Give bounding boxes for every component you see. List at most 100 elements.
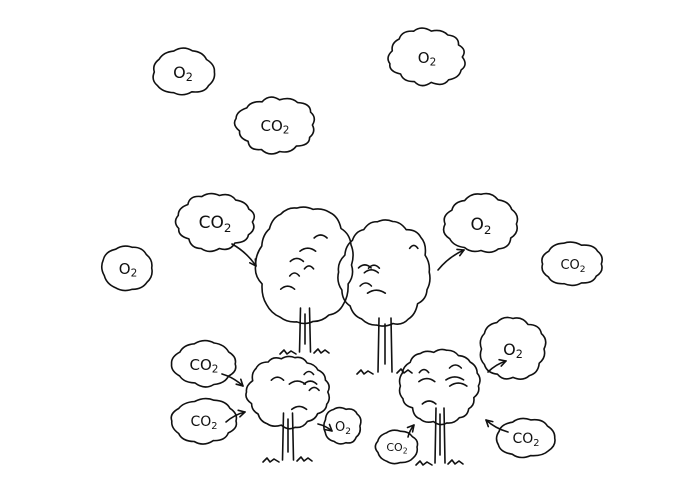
small-tree-right	[398, 348, 481, 466]
cloud-o2-mid-left: O2	[100, 245, 153, 292]
formula-base: O	[119, 260, 131, 278]
arrow-shaft	[485, 419, 509, 433]
cloud-co2-top-center: CO2	[233, 96, 316, 155]
tree-crown-detail	[303, 370, 315, 376]
large-tree-right	[337, 219, 431, 375]
arrow-head	[324, 423, 333, 432]
carbon-dioxide-cloud-icon	[233, 96, 316, 155]
arrow-head	[237, 409, 246, 418]
tree-crown-detail	[303, 265, 315, 270]
cloud-label: O2	[173, 63, 193, 84]
tree-crown-detail	[363, 269, 380, 274]
ground-line	[415, 459, 464, 466]
formula-subscript: 2	[516, 348, 523, 361]
formula-base: CO	[190, 414, 211, 430]
formula-base: CO	[512, 431, 533, 447]
tree-crown-detail	[421, 400, 437, 405]
formula-subscript: 2	[211, 421, 217, 432]
tree-trunk	[298, 307, 312, 353]
arrow-co2-into-small-tree-right-a	[406, 424, 415, 438]
cloud-label: O2	[471, 215, 492, 237]
cloud-o2-top-right: O2	[387, 27, 466, 87]
tree-crown-detail	[418, 368, 430, 374]
carbon-dioxide-cloud-icon	[541, 241, 603, 287]
cloud-label: CO2	[261, 117, 290, 137]
tree-crown-detail	[308, 386, 320, 392]
tree-crown-detail	[448, 382, 468, 387]
oxygen-cloud-icon	[442, 192, 519, 254]
carbon-dioxide-cloud-icon	[170, 339, 237, 388]
arrow-co2-into-small-tree-left-b	[225, 409, 246, 423]
tree-crown-detail	[366, 289, 387, 294]
tree-icon	[337, 219, 431, 375]
tree-crown-detail	[289, 257, 305, 263]
formula-subscript: 2	[186, 71, 193, 84]
tree-crown-detail	[288, 272, 301, 277]
formula-base: O	[503, 340, 516, 359]
formula-subscript: 2	[403, 446, 408, 455]
arrow-icon	[437, 248, 465, 271]
tree-crown-detail	[270, 376, 285, 381]
tree-crown-detail	[299, 247, 317, 252]
arrow-head	[235, 378, 244, 387]
cloud-label: CO2	[512, 431, 539, 449]
cloud-label: CO2	[560, 258, 585, 275]
formula-base: O	[335, 420, 345, 435]
arrow-icon	[406, 424, 415, 438]
ground-line	[279, 348, 330, 355]
formula-subscript: 2	[580, 264, 586, 274]
formula-base: CO	[560, 258, 579, 273]
tree-crown-detail	[367, 264, 381, 269]
arrow-co2-into-large-tree	[231, 243, 257, 267]
small-tree-left	[245, 355, 331, 463]
formula-base: O	[418, 49, 430, 67]
oxygen-cloud-icon	[322, 406, 362, 445]
formula-base: CO	[386, 441, 403, 454]
tree-trunk	[377, 317, 393, 373]
formula-subscript: 2	[345, 426, 351, 436]
arrow-head	[498, 358, 507, 367]
oxygen-cloud-icon	[387, 27, 466, 87]
trees-layer	[245, 206, 481, 466]
cloud-o2-out-of-large-tree: O2	[442, 192, 519, 254]
arrow-co2-into-small-tree-right-b	[485, 419, 509, 433]
carbon-dioxide-cloud-icon	[174, 192, 256, 253]
oxygen-cloud-icon	[152, 47, 216, 96]
formula-subscript: 2	[430, 57, 437, 69]
cloud-co2-lower-left-a: CO2	[170, 339, 237, 388]
formula-subscript: 2	[224, 221, 232, 235]
arrow-shaft	[225, 411, 246, 423]
ground-line	[356, 368, 413, 375]
cloud-label: O2	[503, 340, 523, 361]
arrow-icon	[231, 243, 257, 267]
tree-crown-detail	[418, 377, 436, 383]
formula-subscript: 2	[533, 438, 539, 449]
cloud-o2-top-left: O2	[152, 47, 216, 96]
tree-crown-detail	[290, 405, 308, 411]
tree-crown-detail	[359, 282, 373, 287]
cloud-co2-mid-right: CO2	[541, 241, 603, 287]
cloud-co2-into-small-tree-right: CO2	[374, 429, 419, 465]
arrow-head	[406, 424, 415, 433]
cloud-label: CO2	[199, 213, 232, 235]
carbon-dioxide-cloud-icon	[170, 397, 238, 445]
ground-line	[262, 456, 313, 463]
formula-subscript: 2	[283, 125, 290, 137]
cloud-label: O2	[335, 420, 351, 437]
carbon-dioxide-cloud-icon	[495, 417, 556, 459]
tree-crown	[337, 219, 431, 327]
cloud-label: O2	[418, 49, 437, 69]
tree-crown-detail	[279, 285, 296, 290]
formula-subscript: 2	[212, 364, 219, 376]
tree-crown-detail	[408, 244, 419, 250]
formula-base: O	[471, 215, 484, 235]
formula-subscript: 2	[484, 223, 492, 237]
arrow-head	[456, 248, 465, 257]
arrow-icon	[317, 423, 333, 432]
cloud-o2-lower-right: O2	[479, 316, 547, 380]
formula-subscript: 2	[131, 268, 138, 280]
cloud-co2-bottom-right: CO2	[495, 417, 556, 459]
tree-crown	[245, 355, 331, 430]
arrow-o2-out-of-large-tree	[437, 248, 465, 271]
